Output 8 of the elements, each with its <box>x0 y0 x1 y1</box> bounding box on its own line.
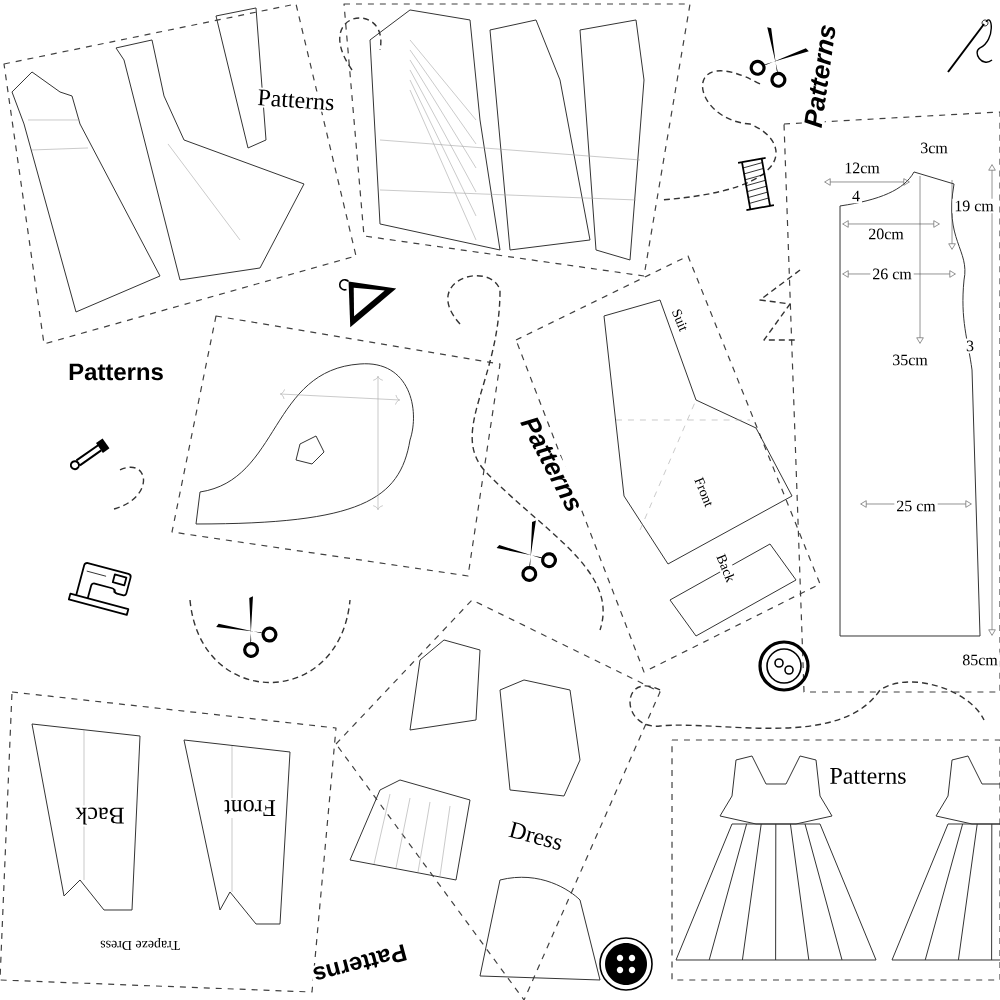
pattern-title: Front <box>222 798 278 818</box>
pattern-title: Patterns <box>801 21 839 131</box>
pattern-title: Back <box>73 805 127 827</box>
pattern-title: Patterns <box>254 87 338 113</box>
pattern-title: Dress <box>505 818 567 854</box>
pattern-title: Patterns <box>827 766 909 786</box>
pattern-title: Patterns <box>309 941 411 987</box>
pattern-title: Patterns <box>66 361 166 383</box>
